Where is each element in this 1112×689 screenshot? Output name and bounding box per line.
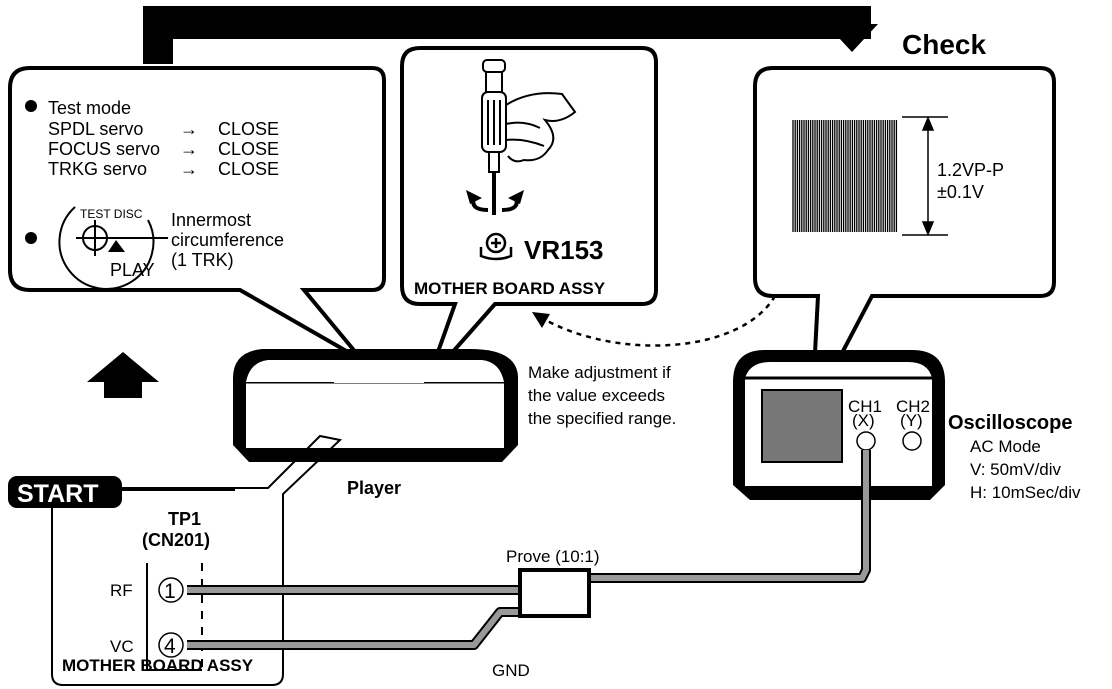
disc-icon xyxy=(58,206,168,290)
position-line-3: (1 TRK) xyxy=(171,250,234,270)
top-flow-arrow xyxy=(143,6,878,64)
ch1-label: CH1 xyxy=(848,397,882,416)
servo-row-1-arrow: → xyxy=(180,119,198,139)
amplitude-value: 1.2VP-P xyxy=(937,160,1004,180)
ch2-jack xyxy=(902,431,922,451)
screwdriver-hand-icon xyxy=(481,59,577,215)
player-device xyxy=(233,349,518,462)
position-line-1: Innermost xyxy=(171,210,251,230)
test-mode-title: Test mode xyxy=(48,98,131,118)
servo-row-1-name: SPDL servo xyxy=(48,119,143,139)
note-line-1: Make adjustment if xyxy=(528,363,671,382)
start-label: START xyxy=(17,480,98,508)
oscilloscope-device xyxy=(733,350,945,500)
amplitude-tolerance: ±0.1V xyxy=(937,182,984,202)
pin-4-number: 4 xyxy=(164,635,176,658)
potentiometer-icon xyxy=(479,232,513,261)
player-label: Player xyxy=(347,478,401,498)
oscilloscope-title: Oscilloscope xyxy=(948,412,1073,434)
position-line-2: circumference xyxy=(171,230,284,250)
ch1-jack xyxy=(856,431,876,451)
tp1-connector: (CN201) xyxy=(142,530,210,550)
bullet-test-mode xyxy=(25,100,37,112)
test-disc-label: TEST DISC xyxy=(80,207,143,221)
servo-row-3-state: CLOSE xyxy=(218,159,279,179)
play-label: PLAY xyxy=(110,260,155,280)
vc-label: VC xyxy=(110,637,134,656)
servo-row-2-state: CLOSE xyxy=(218,139,279,159)
ch2-label: CH2 xyxy=(896,397,930,416)
probe-label: Prove (10:1) xyxy=(506,547,600,566)
osc-setting-1: AC Mode xyxy=(970,437,1041,456)
rf-label: RF xyxy=(110,581,133,600)
bullet-disc xyxy=(25,232,37,244)
note-line-3: the specified range. xyxy=(528,409,676,428)
servo-row-2-arrow: → xyxy=(180,139,198,159)
note-line-2: the value exceeds xyxy=(528,386,665,405)
test-point-callout xyxy=(51,434,343,686)
servo-row-2-name: FOCUS servo xyxy=(48,139,160,159)
ch2-sub: (Y) xyxy=(900,411,923,430)
osc-setting-3: H: 10mSec/div xyxy=(970,483,1081,502)
signal-cable-fill xyxy=(187,450,869,593)
pin-1-number: 1 xyxy=(164,580,176,603)
up-arrow-icon xyxy=(87,352,159,398)
probe-body xyxy=(518,568,591,618)
adjust-panel xyxy=(400,46,658,382)
amplitude-marker xyxy=(902,116,948,236)
vr-label: VR153 xyxy=(524,235,604,265)
servo-row-3-name: TRKG servo xyxy=(48,159,147,179)
servo-row-1-state: CLOSE xyxy=(218,119,279,139)
pin-1-marker xyxy=(158,577,184,603)
rotate-arrows-icon xyxy=(466,190,524,212)
tp-board-label: MOTHER BOARD ASSY xyxy=(62,656,254,675)
check-label: Check xyxy=(902,29,986,60)
ch1-sub: (X) xyxy=(852,411,875,430)
osc-setting-2: V: 50mV/div xyxy=(970,460,1062,479)
tp1-title: TP1 xyxy=(168,509,201,529)
feedback-dashed-arrow xyxy=(532,295,777,347)
waveform-signal xyxy=(792,120,898,232)
ground-cable-fill xyxy=(187,609,530,648)
servo-row-3-arrow: → xyxy=(180,159,198,179)
adjust-board-label: MOTHER BOARD ASSY xyxy=(414,279,606,298)
connector-bracket xyxy=(146,563,203,671)
gnd-label: GND xyxy=(492,661,530,680)
start-badge xyxy=(8,476,122,508)
pin-4-marker xyxy=(158,632,184,658)
test-mode-panel xyxy=(8,66,386,362)
